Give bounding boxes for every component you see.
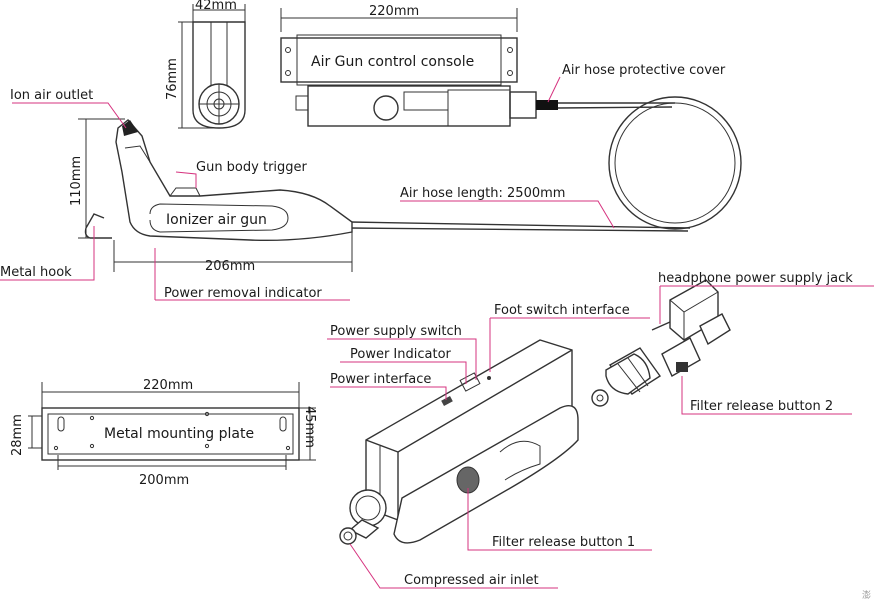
filter-release-button-2-shape [676, 362, 688, 372]
gun-head-end-view: 42mm 76mm [165, 0, 246, 129]
control-console-side [295, 85, 558, 127]
metal-hook-label: Metal hook [0, 265, 72, 280]
console-width-dim: 220mm [369, 4, 419, 19]
plate-label: Metal mounting plate [104, 426, 254, 442]
gun-head-width-dim: 42mm [195, 0, 237, 13]
compressed-air-inlet-label: Compressed air inlet [404, 573, 539, 588]
plate-length-dim: 220mm [143, 378, 193, 393]
watermark: 澎 [862, 589, 871, 601]
plate-depth-dim: 45mm [302, 406, 317, 448]
filter-assembly [591, 279, 731, 407]
callout-labels: Ion air outlet Gun body trigger Metal ho… [0, 63, 853, 588]
air-hose [349, 96, 742, 232]
ion-outlet-nozzle [122, 120, 138, 136]
gun-height-dim: 110mm [69, 156, 84, 206]
power-interface-label: Power interface [330, 372, 431, 387]
ion-air-outlet-label: Ion air outlet [10, 88, 93, 103]
power-switch-label: Power supply switch [330, 324, 462, 339]
gun-length-dim: 206mm [205, 259, 255, 274]
gun-body-trigger-label: Gun body trigger [196, 160, 308, 175]
gun-label: Ionizer air gun [166, 212, 267, 228]
hose-cover-block [536, 100, 558, 110]
control-console-top: 220mm Air Gun control console [280, 4, 518, 86]
filter-release-2-label: Filter release button 2 [690, 399, 833, 414]
console-3d-view [339, 339, 579, 545]
headphone-jack-label: headphone power supply jack [658, 271, 853, 286]
plate-height-dim: 28mm [10, 414, 25, 456]
console-label: Air Gun control console [311, 54, 474, 70]
mounting-plate: 220mm Metal mounting plate 28mm 45mm 200… [10, 378, 317, 488]
air-hose-length-label: Air hose length: 2500mm [400, 186, 565, 201]
power-indicator-label: Power Indicator [350, 347, 452, 362]
power-removal-indicator-label: Power removal indicator [164, 286, 322, 301]
leader-lines [0, 76, 874, 589]
gun-head-height-dim: 76mm [165, 58, 180, 100]
plate-hole-spacing-dim: 200mm [139, 473, 189, 488]
filter-release-1-label: Filter release button 1 [492, 535, 635, 550]
ionizer-air-gun: 110mm Ionizer air gun 206mm [69, 118, 353, 274]
foot-switch-label: Foot switch interface [494, 303, 630, 318]
air-hose-cover-label: Air hose protective cover [562, 63, 726, 78]
